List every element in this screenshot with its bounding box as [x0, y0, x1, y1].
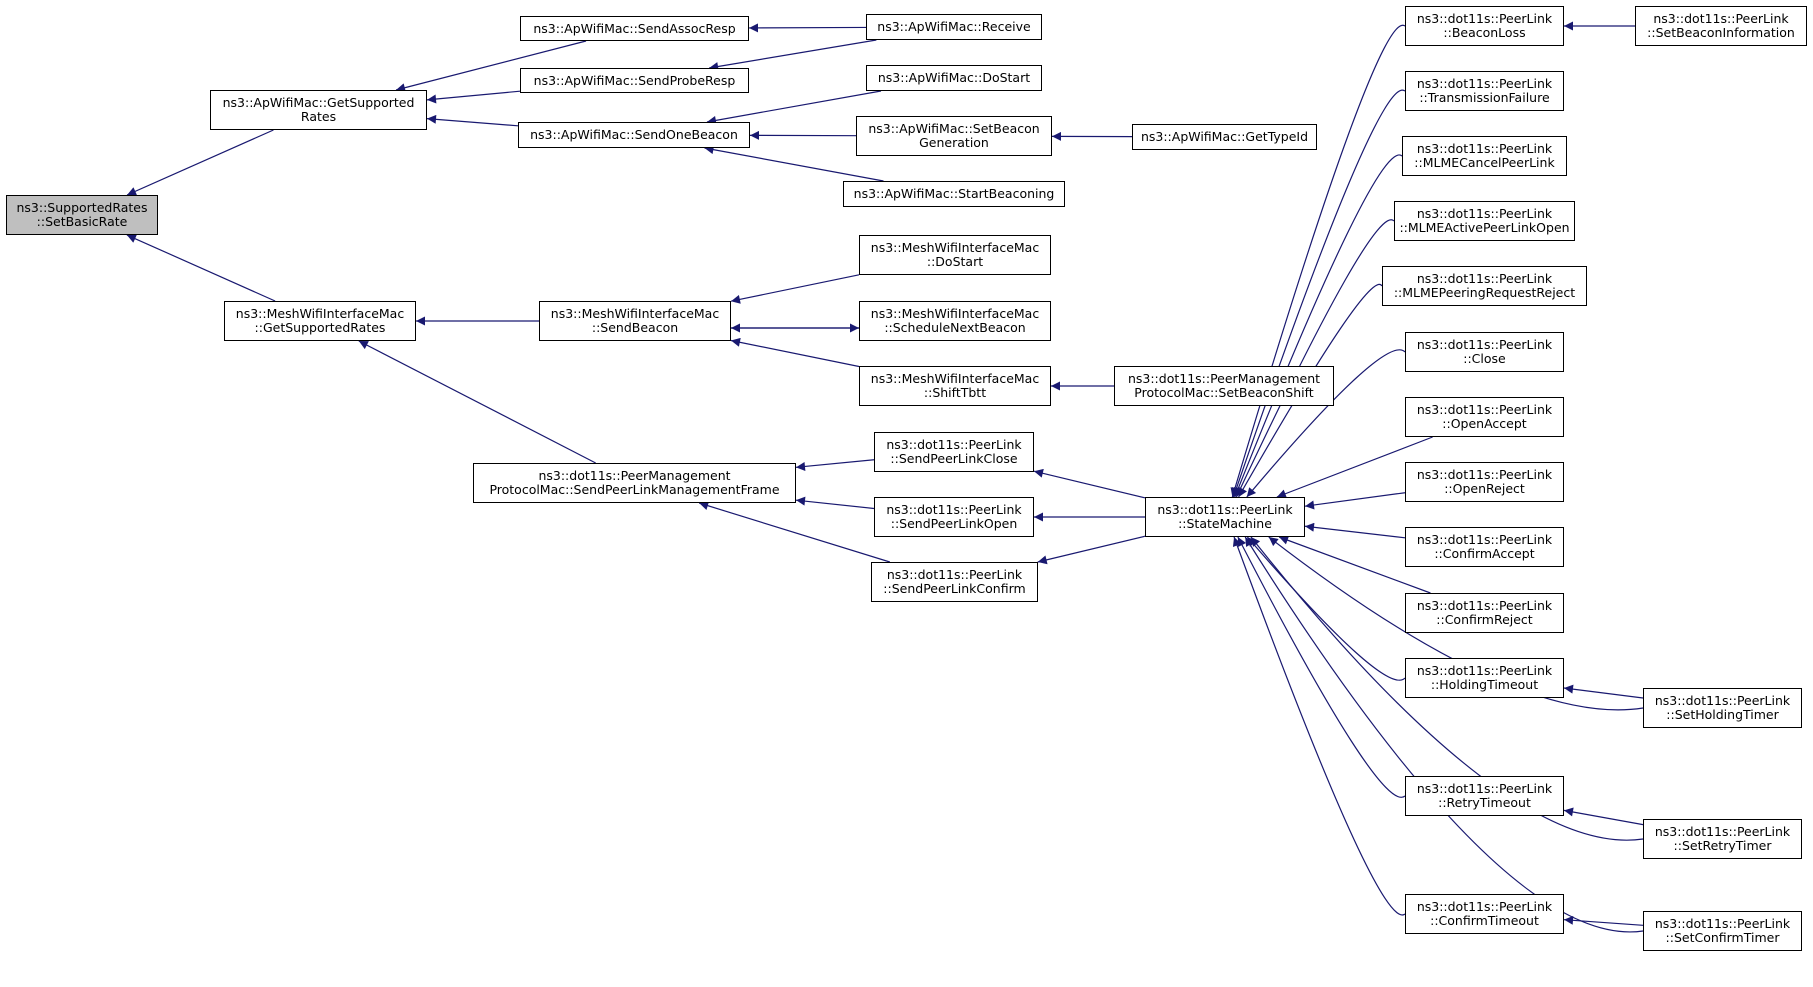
node-peerlink-retrytimeout[interactable]: ns3::dot11s::PeerLink::RetryTimeout: [1405, 776, 1564, 816]
node-peerlink-setholdingtimer[interactable]: ns3::dot11s::PeerLink::SetHoldingTimer: [1643, 688, 1802, 728]
node-meshwifiinterfacemac-schedulenextbeacon[interactable]: ns3::MeshWifiInterfaceMac::ScheduleNextB…: [859, 301, 1051, 341]
edge-n31-to-n20: [1278, 535, 1431, 594]
edge-n37-to-n36: [1563, 915, 1644, 926]
edge-n29-to-n20: [1304, 492, 1406, 510]
edge-n14-to-n11: [730, 337, 860, 368]
node-supportedrates-setbasicrate: ns3::SupportedRates::SetBasicRate: [6, 195, 158, 235]
edge-n6-to-n3: [748, 23, 867, 33]
edge-n28-to-n20: [1276, 436, 1433, 498]
edge-n12-to-n11: [730, 274, 860, 304]
node-peerlink-mlmeactivepeerlinkopen[interactable]: ns3::dot11s::PeerLink::MLMEActivePeerLin…: [1394, 201, 1575, 241]
node-apwifimac-startbeaconing[interactable]: ns3::ApWifiMac::StartBeaconing: [843, 181, 1065, 207]
node-peerlink-sendpeerlinkclose[interactable]: ns3::dot11s::PeerLink::SendPeerLinkClose: [874, 432, 1034, 472]
edge-n5-to-n1: [426, 114, 519, 127]
node-peerlink-confirmaccept[interactable]: ns3::dot11s::PeerLink::ConfirmAccept: [1405, 527, 1564, 567]
node-meshwifiinterfacemac-getsupportedrates[interactable]: ns3::MeshWifiInterfaceMac::GetSupportedR…: [224, 301, 416, 341]
node-peerlink-sendpeerlinkconfirm[interactable]: ns3::dot11s::PeerLink::SendPeerLinkConfi…: [871, 562, 1038, 602]
edge-n3-to-n1: [395, 40, 587, 93]
edge-n7-to-n5: [706, 90, 882, 125]
edge-n18-to-n16: [795, 496, 875, 510]
edge-n16-to-n2: [358, 340, 596, 464]
node-meshwifiinterfacemac-sendbeacon[interactable]: ns3::MeshWifiInterfaceMac::SendBeacon: [539, 301, 731, 341]
node-apwifimac-sendproberesp[interactable]: ns3::ApWifiMac::SendProbeResp: [520, 68, 749, 93]
node-peerlink-confirmtimeout[interactable]: ns3::dot11s::PeerLink::ConfirmTimeout: [1405, 894, 1564, 934]
edge-n2-to-n0: [126, 234, 276, 302]
node-apwifimac-receive[interactable]: ns3::ApWifiMac::Receive: [866, 14, 1042, 40]
edge-n20-to-n19: [1037, 535, 1146, 565]
node-peerlink-statemachine[interactable]: ns3::dot11s::PeerLink::StateMachine: [1145, 497, 1305, 537]
node-apwifimac-gettypeid[interactable]: ns3::ApWifiMac::GetTypeId: [1132, 124, 1317, 150]
node-peerlink-mlmepeeringrequestreject[interactable]: ns3::dot11s::PeerLink::MLMEPeeringReques…: [1382, 266, 1587, 306]
edge-n20-to-n17: [1033, 468, 1146, 499]
node-peerlink-setretrytimer[interactable]: ns3::dot11s::PeerLink::SetRetryTimer: [1643, 819, 1802, 859]
node-apwifimac-dostart[interactable]: ns3::ApWifiMac::DoStart: [866, 65, 1042, 91]
edge-n35-to-n34: [1563, 807, 1644, 826]
edge-n24-to-n20: [1233, 154, 1403, 498]
edge-n36-to-n20: [1232, 536, 1406, 916]
node-meshwifiinterfacemac-shifttbtt[interactable]: ns3::MeshWifiInterfaceMac::ShiftTbtt: [859, 366, 1051, 406]
edge-n9-to-n5: [704, 145, 884, 182]
edge-n19-to-n16: [698, 501, 891, 563]
edge-n37-to-n20: [1244, 536, 1644, 933]
node-peerlink-holdingtimeout[interactable]: ns3::dot11s::PeerLink::HoldingTimeout: [1405, 658, 1564, 698]
edge-n34-to-n20: [1237, 536, 1406, 798]
node-apwifimac-sendassocresp[interactable]: ns3::ApWifiMac::SendAssocResp: [520, 16, 749, 41]
node-peerlink-close[interactable]: ns3::dot11s::PeerLink::Close: [1405, 332, 1564, 372]
node-peerlink-mlmecancelpeerlink[interactable]: ns3::dot11s::PeerLink::MLMECancelPeerLin…: [1402, 136, 1567, 176]
edge-n35-to-n20: [1250, 536, 1644, 841]
edge-n25-to-n20: [1235, 219, 1395, 498]
node-peerlink-sendpeerlinkopen[interactable]: ns3::dot11s::PeerLink::SendPeerLinkOpen: [874, 497, 1034, 537]
edge-n30-to-n20: [1304, 522, 1406, 539]
node-peerlink-beaconloss[interactable]: ns3::dot11s::PeerLink::BeaconLoss: [1405, 6, 1564, 46]
node-peerlink-openaccept[interactable]: ns3::dot11s::PeerLink::OpenAccept: [1405, 397, 1564, 437]
node-meshwifiinterfacemac-dostart[interactable]: ns3::MeshWifiInterfaceMac::DoStart: [859, 235, 1051, 275]
node-peerlink-setbeaconinformation[interactable]: ns3::dot11s::PeerLink::SetBeaconInformat…: [1635, 6, 1807, 46]
edge-n17-to-n16: [795, 459, 875, 471]
edge-n27-to-n20: [1246, 349, 1406, 498]
node-peerlink-transmissionfailure[interactable]: ns3::dot11s::PeerLink::TransmissionFailu…: [1405, 71, 1564, 111]
node-peerlink-setconfirmtimer[interactable]: ns3::dot11s::PeerLink::SetConfirmTimer: [1643, 911, 1802, 951]
edge-n32-to-n20: [1246, 536, 1406, 681]
edge-n33-to-n32: [1563, 684, 1644, 699]
edge-n1-to-n0: [126, 129, 274, 196]
node-peerlink-confirmreject[interactable]: ns3::dot11s::PeerLink::ConfirmReject: [1405, 593, 1564, 633]
node-peerlink-openreject[interactable]: ns3::dot11s::PeerLink::OpenReject: [1405, 462, 1564, 502]
edge-n6-to-n4: [709, 39, 877, 71]
edge-n26-to-n20: [1238, 283, 1383, 498]
edge-n4-to-n1: [426, 90, 521, 104]
node-apwifimac-sendonebeacon[interactable]: ns3::ApWifiMac::SendOneBeacon: [518, 122, 750, 148]
